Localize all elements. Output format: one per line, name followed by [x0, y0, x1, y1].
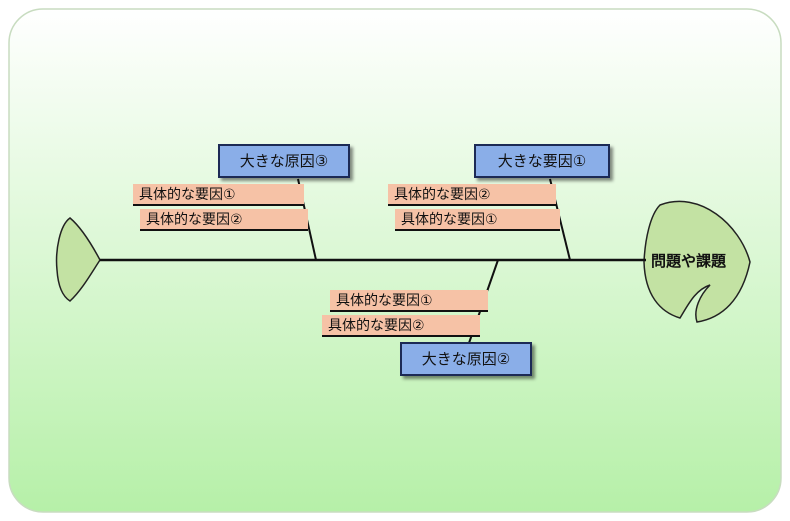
fish-head-shape [643, 200, 751, 323]
factor-label: 具体的な要因② [388, 184, 556, 206]
cause-box-2: 大きな原因② [400, 342, 532, 376]
cause-box-1: 大きな要因① [474, 144, 610, 178]
fish-tail-shape [55, 217, 101, 302]
cause-box-3: 大きな原因③ [218, 144, 350, 178]
factor-label: 具体的な要因② [140, 209, 308, 231]
problem-label: 問題や課題 [651, 252, 727, 270]
factor-label: 具体的な要因① [395, 209, 560, 231]
factor-label: 具体的な要因① [330, 290, 488, 312]
factor-label: 具体的な要因② [322, 315, 480, 337]
factor-label: 具体的な要因① [133, 184, 304, 206]
